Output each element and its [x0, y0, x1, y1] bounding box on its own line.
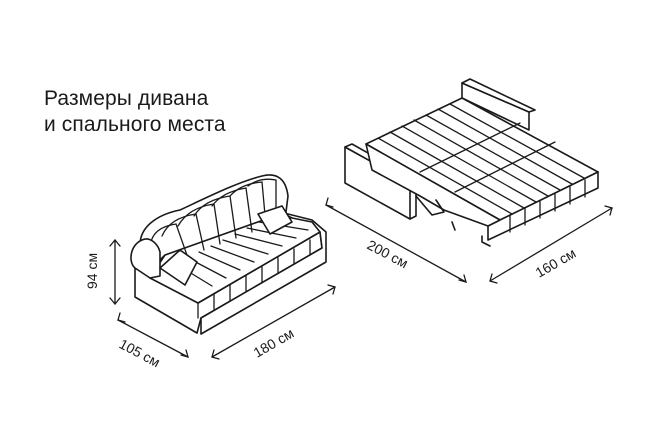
unfolded-bed-illustration [344, 78, 599, 247]
pillow-right [257, 205, 293, 235]
folded-sofa-illustration [130, 174, 327, 335]
sofa-width-label: 180 см [251, 325, 297, 361]
title-line-2: и спального места [44, 113, 226, 136]
bed-width-label: 160 см [533, 245, 579, 281]
diagram-title: Размеры дивана и спального места [44, 86, 226, 138]
pillow-left [159, 249, 198, 286]
bed-length-label: 200 см [365, 237, 411, 272]
sofa-height-dimension: 94 см [84, 238, 121, 306]
title-line-1: Размеры дивана [44, 87, 209, 110]
sofa-height-label: 94 см [84, 253, 100, 289]
